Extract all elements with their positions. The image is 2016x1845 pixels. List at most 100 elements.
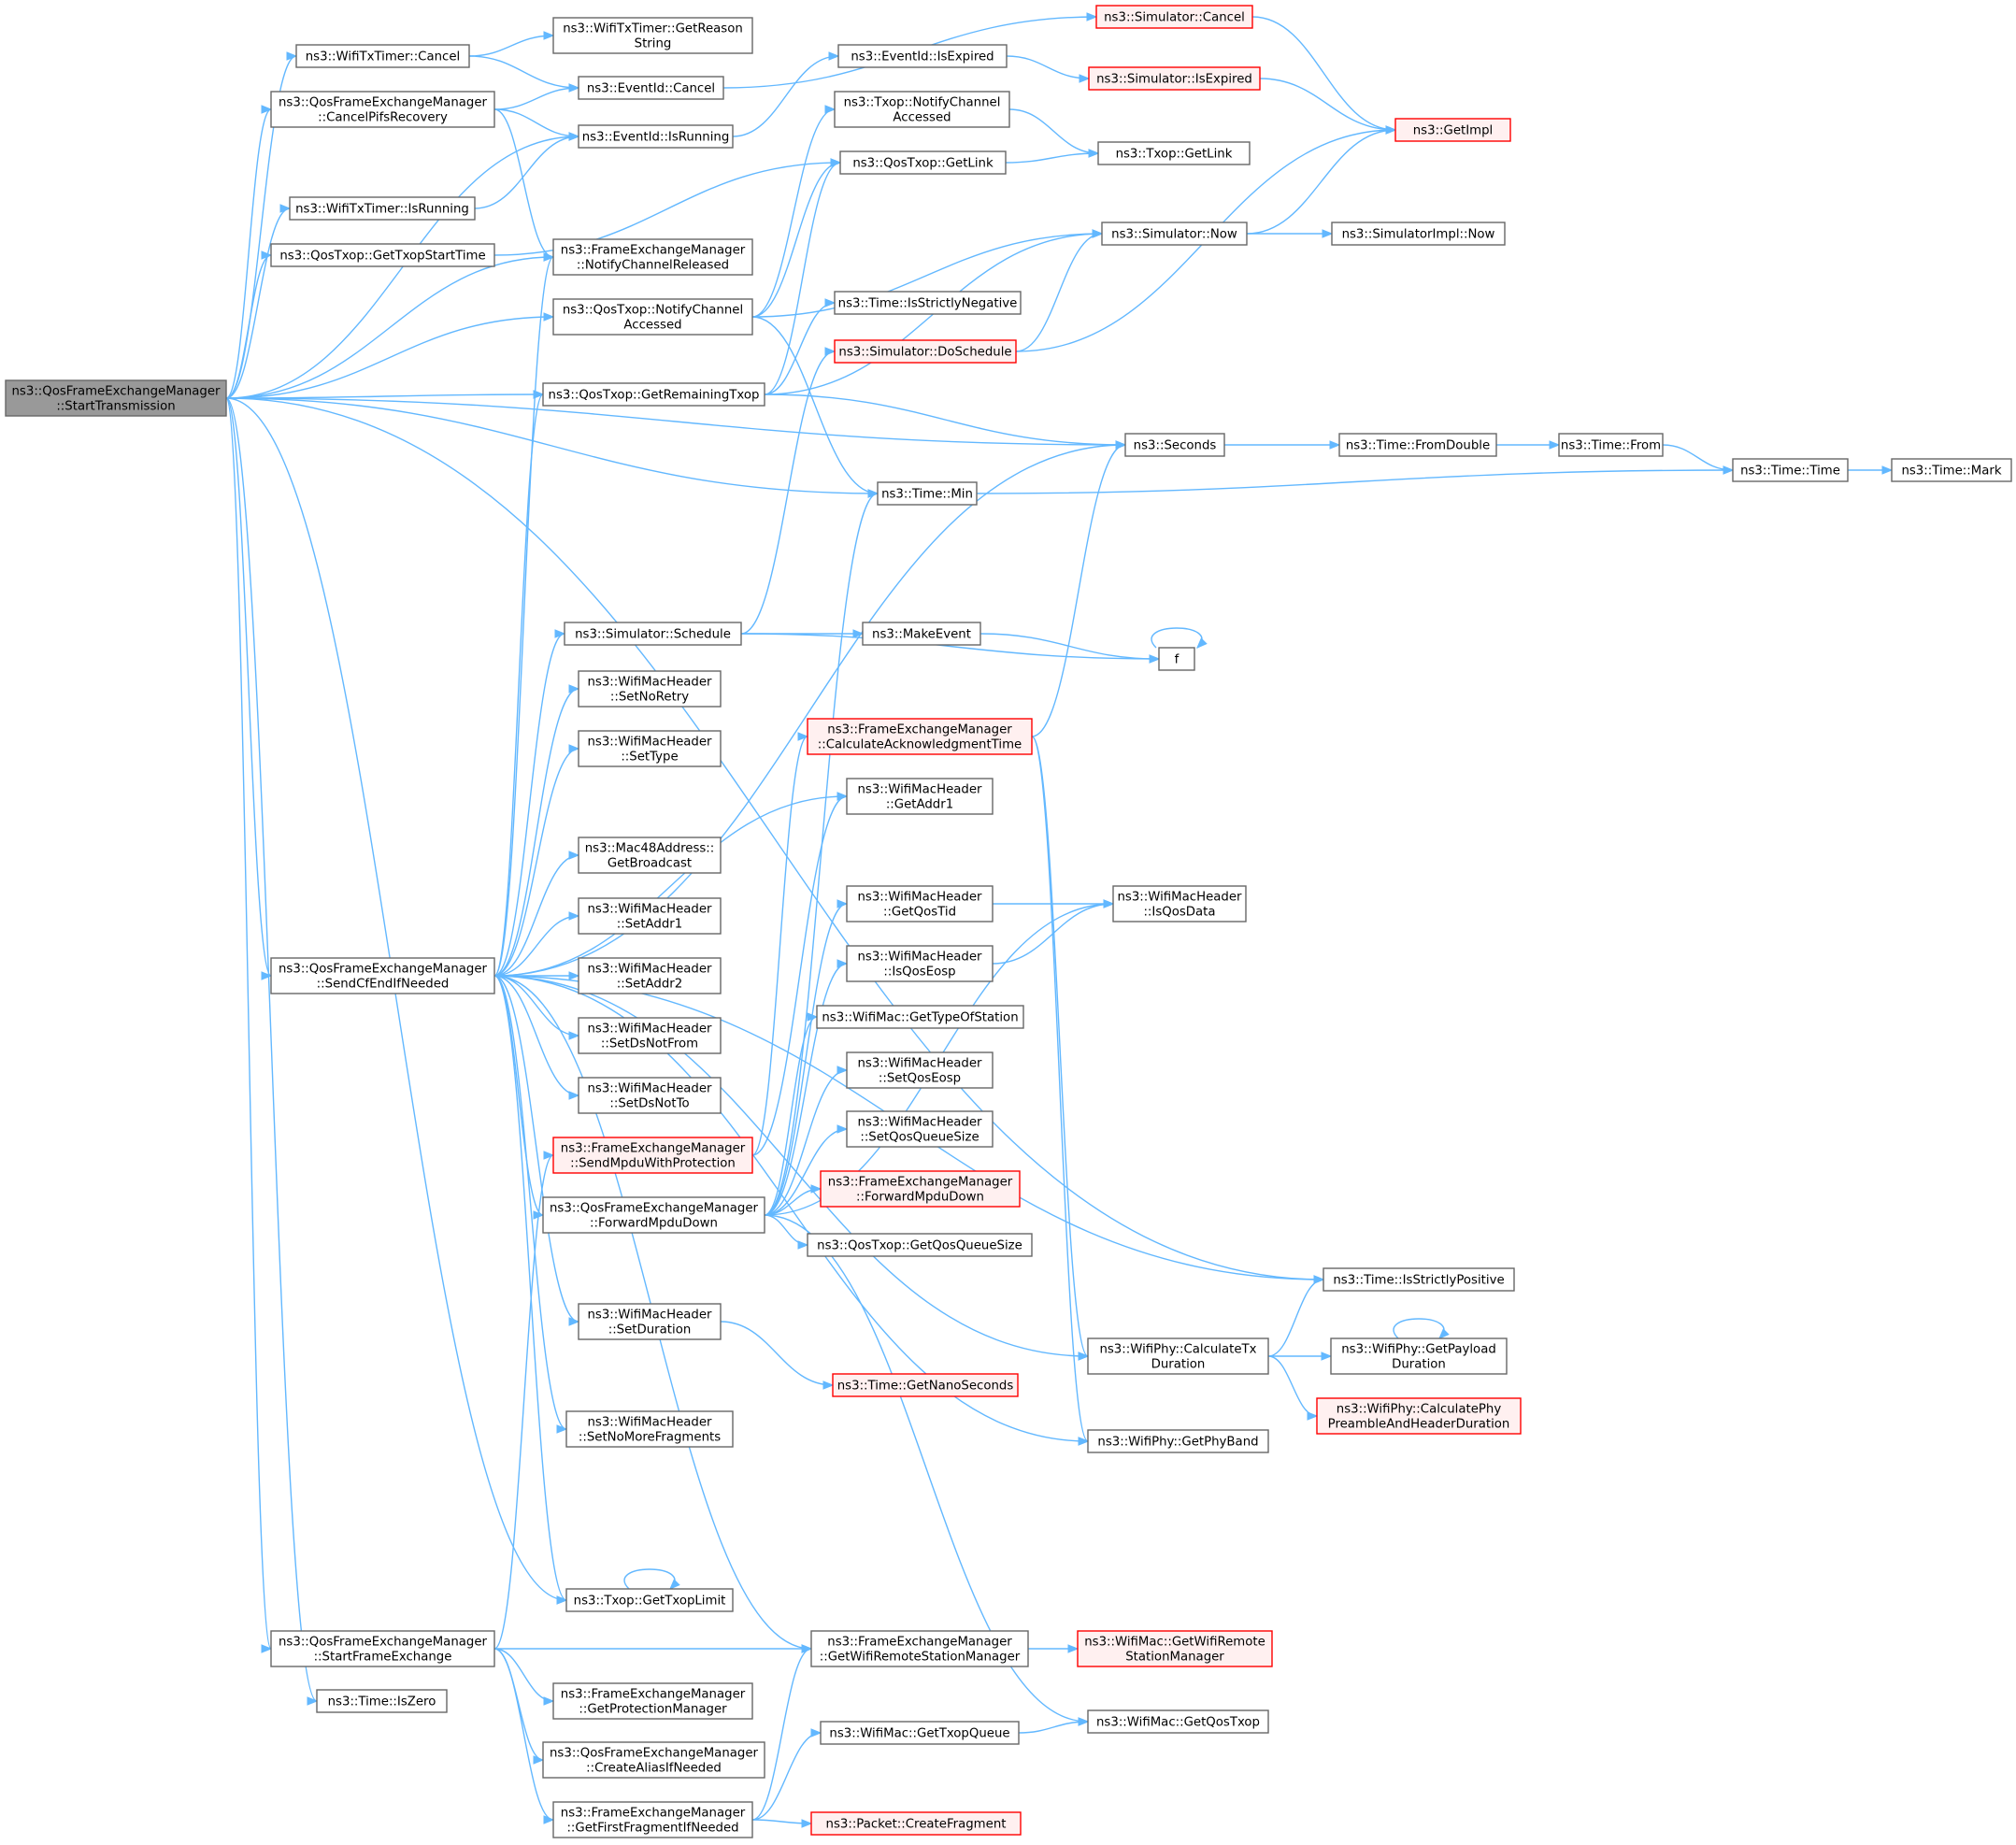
node-getqostid[interactable]: ns3::WifiMacHeader::GetQosTid: [846, 885, 994, 922]
node-setdsnotfrom[interactable]: ns3::WifiMacHeader::SetDsNotFrom: [578, 1017, 722, 1054]
node-getnano[interactable]: ns3::Time::GetNanoSeconds: [832, 1373, 1019, 1397]
node-label: ns3::WifiMac::GetTypeOfStation: [822, 1011, 1018, 1025]
node-setaddr1[interactable]: ns3::WifiMacHeader::SetAddr1: [578, 897, 722, 935]
node-start[interactable]: ns3::QosFrameExchangeManager::StartTrans…: [5, 379, 227, 417]
node-label: ns3::QosFrameExchangeManager: [279, 963, 488, 977]
node-label: ::SetQosQueueSize: [860, 1131, 979, 1145]
node-qtxop-remain[interactable]: ns3::QosTxop::GetRemainingTxop: [542, 382, 765, 407]
node-qtxop-starttime[interactable]: ns3::QosTxop::GetTxopStartTime: [270, 243, 495, 267]
node-calcphy[interactable]: ns3::WifiPhy::CalculatePhyPreambleAndHea…: [1316, 1397, 1522, 1435]
node-label: ns3::QosFrameExchangeManager: [550, 1747, 759, 1761]
node-label: ::GetAddr1: [886, 798, 953, 812]
node-label: ::StartFrameExchange: [314, 1651, 452, 1665]
node-timetime[interactable]: ns3::Time::Time: [1732, 458, 1849, 482]
node-createfrag[interactable]: ns3::Packet::CreateFragment: [810, 1811, 1022, 1836]
node-seconds[interactable]: ns3::Seconds: [1124, 433, 1225, 457]
node-gettypeofstation[interactable]: ns3::WifiMac::GetTypeOfStation: [816, 1005, 1024, 1029]
node-qtxop-qsize[interactable]: ns3::QosTxop::GetQosQueueSize: [807, 1233, 1033, 1257]
node-ev-running[interactable]: ns3::EventId::IsRunning: [578, 124, 734, 149]
call-edge-calcack-to-seconds: [1031, 444, 1126, 737]
arrowhead: [1078, 1717, 1090, 1726]
node-sim-now[interactable]: ns3::Simulator::Now: [1101, 222, 1248, 246]
node-time-pos[interactable]: ns3::Time::IsStrictlyPositive: [1323, 1267, 1515, 1292]
node-timefrom[interactable]: ns3::Time::From: [1558, 433, 1664, 457]
node-label: Duration: [1151, 1358, 1206, 1372]
node-isqoseosp[interactable]: ns3::WifiMacHeader::IsQosEosp: [846, 945, 994, 982]
node-getqostxop[interactable]: ns3::WifiMac::GetQosTxop: [1087, 1709, 1269, 1734]
node-sendcfend[interactable]: ns3::QosFrameExchangeManager::SendCfEndI…: [270, 957, 495, 994]
node-setduration[interactable]: ns3::WifiMacHeader::SetDuration: [578, 1303, 722, 1340]
node-setqosqueue[interactable]: ns3::WifiMacHeader::SetQosQueueSize: [846, 1110, 994, 1148]
node-isqosdata[interactable]: ns3::WifiMacHeader::IsQosData: [1112, 885, 1247, 922]
node-sim-dosched[interactable]: ns3::Simulator::DoSchedule: [834, 339, 1017, 364]
arrowhead: [1078, 1437, 1090, 1446]
arrowhead: [1307, 1411, 1319, 1421]
node-calcack[interactable]: ns3::FrameExchangeManager::CalculateAckn…: [807, 718, 1033, 755]
node-timeiszero[interactable]: ns3::Time::IsZero: [316, 1689, 448, 1713]
node-wifimac-getrsm[interactable]: ns3::WifiMac::GetWifiRemoteStationManage…: [1077, 1630, 1273, 1667]
node-wtt-running[interactable]: ns3::WifiTxTimer::IsRunning: [289, 196, 476, 221]
node-startfe[interactable]: ns3::QosFrameExchangeManager::StartFrame…: [270, 1630, 495, 1667]
call-edge-gettxopqueue-to-getqostxop: [1018, 1721, 1089, 1734]
arrowhead: [810, 1184, 822, 1194]
node-getbroadcast[interactable]: ns3::Mac48Address::GetBroadcast: [578, 837, 722, 874]
node-getaddr1[interactable]: ns3::WifiMacHeader::GetAddr1: [846, 778, 994, 815]
node-fem-fwd[interactable]: ns3::FrameExchangeManager::ForwardMpduDo…: [820, 1170, 1021, 1208]
call-edge-cancel-pifs-to-ev-cancel: [493, 87, 579, 110]
node-wtt-cancel[interactable]: ns3::WifiTxTimer::Cancel: [295, 44, 470, 68]
node-setnomorefrag[interactable]: ns3::WifiMacHeader::SetNoMoreFragments: [565, 1410, 734, 1448]
node-qfem-fwd[interactable]: ns3::QosFrameExchangeManager::ForwardMpd…: [542, 1196, 765, 1234]
node-getimpl[interactable]: ns3::GetImpl: [1394, 118, 1511, 142]
node-sendmpdu[interactable]: ns3::FrameExchangeManager::SendMpduWithP…: [552, 1137, 753, 1174]
node-fromdouble[interactable]: ns3::Time::FromDouble: [1338, 433, 1497, 457]
node-sim-expired[interactable]: ns3::Simulator::IsExpired: [1088, 66, 1261, 91]
node-simimpl-now[interactable]: ns3::SimulatorImpl::Now: [1331, 222, 1506, 246]
call-edge-qtxop-starttime-to-qtxop-getlink: [493, 162, 841, 256]
node-qtxop-getlink[interactable]: ns3::QosTxop::GetLink: [839, 150, 1007, 175]
node-setqoseosp[interactable]: ns3::WifiMacHeader::SetQosEosp: [846, 1051, 994, 1089]
node-label: ns3::Txop::GetTxopLimit: [574, 1595, 726, 1609]
node-gettxoplimit[interactable]: ns3::Txop::GetTxopLimit: [565, 1588, 734, 1612]
call-edge-qtxop-notify-to-sim-now: [751, 233, 1103, 318]
node-getprot[interactable]: ns3::FrameExchangeManager::GetProtection…: [552, 1682, 753, 1720]
node-f[interactable]: f: [1158, 647, 1195, 671]
node-fem-released[interactable]: ns3::FrameExchangeManager::NotifyChannel…: [552, 238, 753, 276]
node-label: ns3::WifiMacHeader: [587, 1416, 712, 1430]
node-settype[interactable]: ns3::WifiMacHeader::SetType: [578, 730, 722, 767]
call-edge-sendcfend-to-gettxoplimit: [493, 975, 567, 1601]
node-createalias[interactable]: ns3::QosFrameExchangeManager::CreateAlia…: [542, 1741, 765, 1779]
arrowhead: [568, 1031, 580, 1040]
node-label: ::CalculateAcknowledgmentTime: [818, 738, 1022, 752]
node-time-neg[interactable]: ns3::Time::IsStrictlyNegative: [834, 291, 1022, 315]
node-txop-getlink[interactable]: ns3::Txop::GetLink: [1097, 141, 1251, 165]
node-ev-expired[interactable]: ns3::EventId::IsExpired: [837, 44, 1008, 68]
node-getfirstfrag[interactable]: ns3::FrameExchangeManager::GetFirstFragm…: [552, 1801, 753, 1838]
arrowhead: [554, 629, 566, 638]
arrowhead: [836, 792, 849, 801]
node-setdsnotto[interactable]: ns3::WifiMacHeader::SetDsNotTo: [578, 1077, 722, 1114]
node-gettxopqueue[interactable]: ns3::WifiMac::GetTxopQueue: [820, 1721, 1020, 1745]
arrowhead: [1115, 440, 1127, 450]
node-cancel-pifs[interactable]: ns3::QosFrameExchangeManager::CancelPifs…: [270, 91, 495, 128]
call-edge-sendcfend-to-setnoretry: [493, 688, 579, 977]
node-makeevent[interactable]: ns3::MakeEvent: [862, 622, 981, 646]
node-ev-cancel[interactable]: ns3::EventId::Cancel: [578, 76, 724, 100]
call-edge-start-to-seconds: [225, 397, 1126, 446]
node-timemin[interactable]: ns3::Time::Min: [877, 481, 978, 506]
node-setaddr2[interactable]: ns3::WifiMacHeader::SetAddr2: [578, 957, 722, 994]
node-getrsm[interactable]: ns3::FrameExchangeManager::GetWifiRemote…: [810, 1630, 1029, 1667]
arrowhead: [261, 105, 273, 114]
node-getphyband[interactable]: ns3::WifiPhy::GetPhyBand: [1087, 1429, 1269, 1453]
node-label: String: [635, 37, 672, 51]
node-sim-cancel[interactable]: ns3::Simulator::Cancel: [1095, 5, 1253, 29]
call-edge-sendcfend-to-settype: [493, 748, 579, 977]
node-label: ::NotifyChannelReleased: [577, 259, 729, 273]
node-timemark[interactable]: ns3::Time::Mark: [1891, 458, 2012, 482]
node-sim-sched[interactable]: ns3::Simulator::Schedule: [564, 622, 742, 646]
node-setnoretry[interactable]: ns3::WifiMacHeader::SetNoRetry: [578, 670, 722, 708]
